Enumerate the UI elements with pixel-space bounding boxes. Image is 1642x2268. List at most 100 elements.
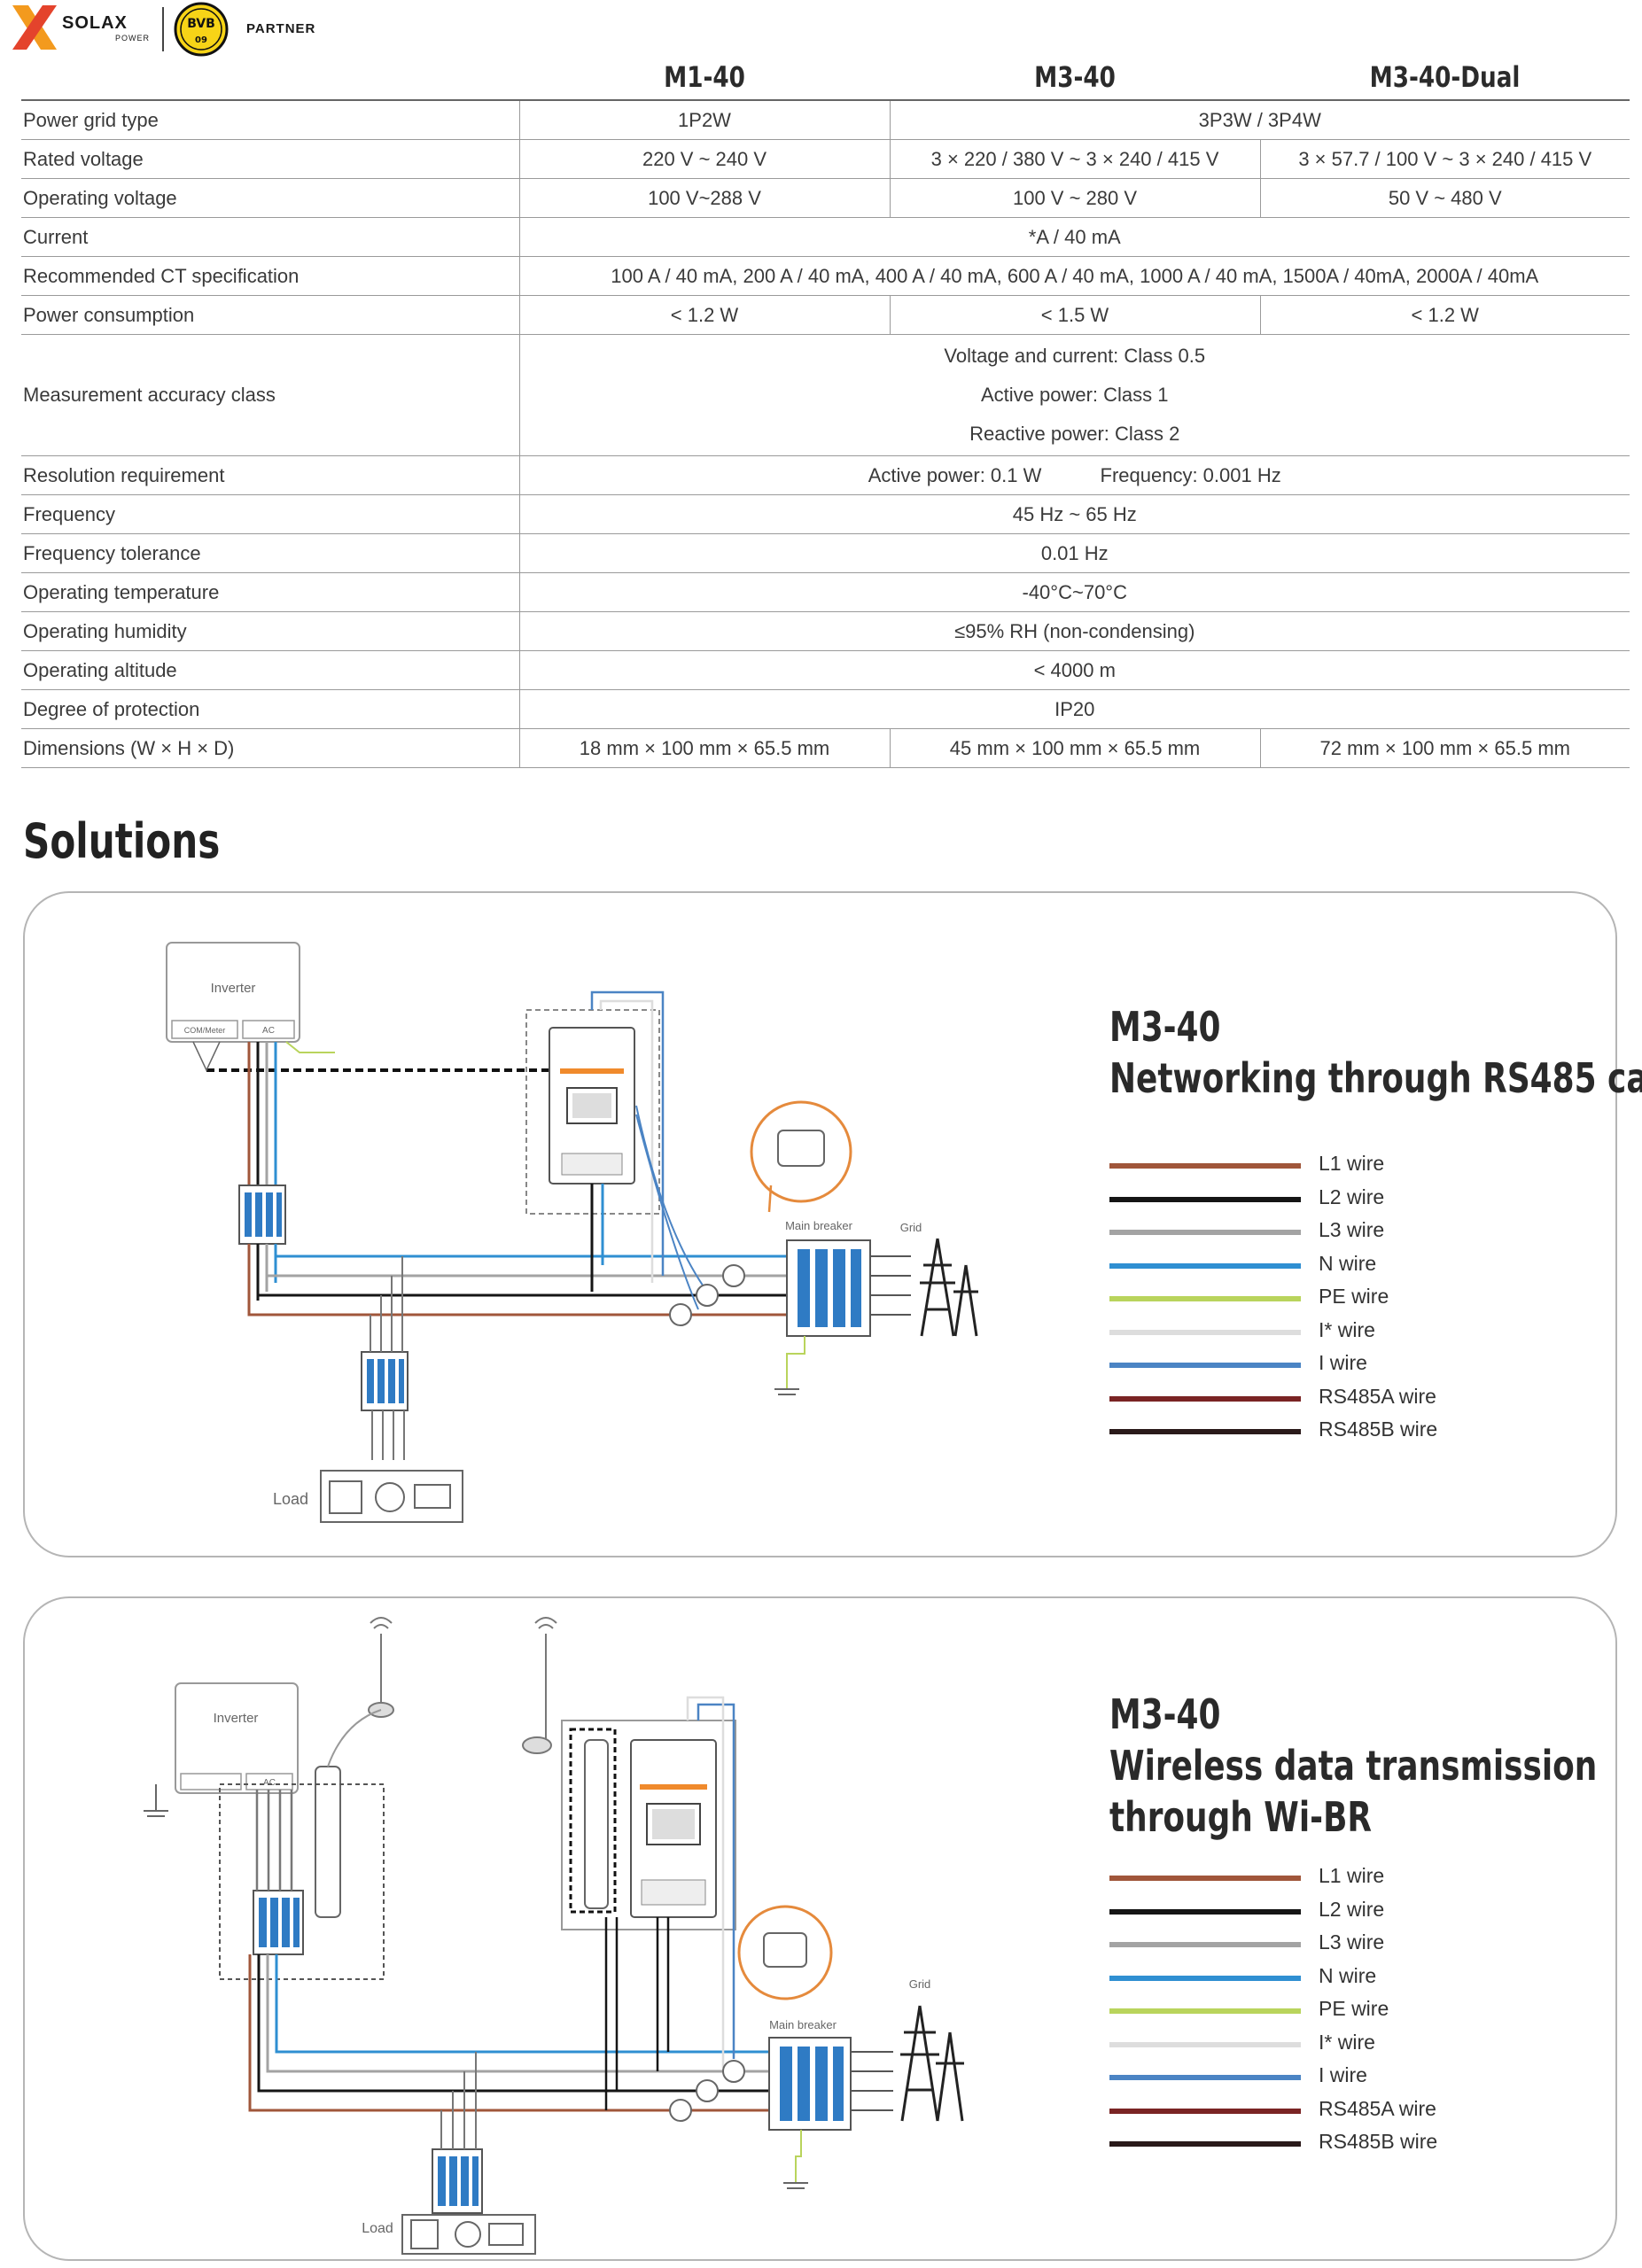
accuracy-line: Reactive power: Class 2 xyxy=(969,423,1180,445)
table-row: Operating altitude < 4000 m xyxy=(21,650,1630,690)
wiring-diagram-wibr: Inverter AC xyxy=(144,1617,964,2255)
logo-separator xyxy=(162,7,164,51)
cell-value: < 1.2 W xyxy=(1259,295,1630,335)
grid-tower-icon xyxy=(900,2005,964,2122)
row-label: Operating humidity xyxy=(21,611,519,651)
row-label: Frequency xyxy=(21,494,519,534)
legend-swatch xyxy=(1109,1975,1301,1981)
legend-swatch xyxy=(1109,2108,1301,2114)
cell-value: 50 V ~ 480 V xyxy=(1259,178,1630,218)
row-label: Operating temperature xyxy=(21,572,519,612)
table-row: Power grid type 1P2W 3P3W / 3P4W xyxy=(21,99,1630,140)
solution-model: M3-40 xyxy=(1109,1003,1221,1051)
load-appliances-icon xyxy=(401,2214,536,2255)
row-label: Dimensions (W × H × D) xyxy=(21,728,519,768)
legend-swatch xyxy=(1109,1876,1301,1881)
row-label: Current xyxy=(21,217,519,257)
main-breaker-label: Main breaker xyxy=(785,1219,853,1232)
solution-title-wibr: M3-40 Wireless data transmission through… xyxy=(1109,1689,1597,1843)
ac-label: AC xyxy=(262,1026,275,1036)
solax-x-logo-icon xyxy=(12,5,57,50)
legend-swatch xyxy=(1109,1196,1301,1202)
grid-tower-icon xyxy=(920,1238,978,1337)
solution-description: Networking through RS485 cable xyxy=(1109,1054,1642,1102)
table-row: Frequency tolerance 0.01 Hz xyxy=(21,533,1630,573)
ct-clamp-icon xyxy=(669,2060,745,2122)
column-header-m3-40: M3-40 xyxy=(1034,60,1116,94)
table-row: Measurement accuracy class Voltage and c… xyxy=(21,334,1630,456)
table-row: Power consumption < 1.2 W < 1.5 W < 1.2 … xyxy=(21,295,1630,335)
svg-text:BVB: BVB xyxy=(187,17,215,31)
cell-value: < 1.2 W xyxy=(518,295,890,335)
cell-value: 3 × 220 / 380 V ~ 3 × 240 / 415 V xyxy=(889,139,1260,179)
legend-swatch xyxy=(1109,1363,1301,1368)
table-row: Recommended CT specification 100 A / 40 … xyxy=(21,256,1630,296)
legend-swatch xyxy=(1109,1230,1301,1235)
cell-value: 100 V ~ 280 V xyxy=(889,178,1260,218)
row-label: Power consumption xyxy=(21,295,519,335)
row-label: Operating altitude xyxy=(21,650,519,690)
svg-text:09: 09 xyxy=(195,35,207,45)
resolution-part: Active power: 0.1 W xyxy=(868,463,1042,486)
inverter-box: Inverter AC xyxy=(175,1682,299,1794)
cell-value: IP20 xyxy=(518,689,1630,729)
legend-swatch xyxy=(1109,2141,1301,2147)
cell-value: Voltage and current: Class 0.5 Active po… xyxy=(518,334,1630,456)
cell-value: 220 V ~ 240 V xyxy=(518,139,890,179)
accuracy-line: Voltage and current: Class 0.5 xyxy=(944,345,1206,367)
main-breaker-label: Main breaker xyxy=(769,2018,837,2031)
load-label: Load xyxy=(273,1490,308,1508)
meter-device xyxy=(549,1027,635,1184)
meter-device xyxy=(630,1739,717,1918)
column-header-m3-40-dual: M3-40-Dual xyxy=(1369,60,1521,94)
legend-swatch xyxy=(1109,1942,1301,1947)
grid-label: Grid xyxy=(909,1977,931,1991)
cell-value: 45 Hz ~ 65 Hz xyxy=(518,494,1630,534)
row-label: Measurement accuracy class xyxy=(21,334,519,456)
cell-value: 45 mm × 100 mm × 65.5 mm xyxy=(889,728,1260,768)
table-row: Current *A / 40 mA xyxy=(21,217,1630,257)
cell-value: 100 V~288 V xyxy=(518,178,890,218)
inverter-label: Inverter xyxy=(211,981,256,996)
cell-value: < 1.5 W xyxy=(889,295,1260,335)
header-logos: SOLAX POWER BVB 09 PARTNER xyxy=(9,2,363,57)
row-label: Rated voltage xyxy=(21,139,519,179)
legend-swatch xyxy=(1109,1262,1301,1269)
solution-description-line2: through Wi-BR xyxy=(1109,1793,1373,1841)
ac-label: AC xyxy=(263,1778,276,1788)
wiring-diagram-rs485: Inverter COM/Meter AC xyxy=(166,942,978,1523)
solax-brand-sub: POWER xyxy=(115,34,151,43)
ct-clamp-icon xyxy=(669,1264,745,1326)
solax-brand: SOLAX xyxy=(62,13,128,33)
solution-panel-wibr: Inverter AC xyxy=(23,1596,1617,2261)
table-row: Resolution requirement Active power: 0.1… xyxy=(21,455,1630,495)
cell-value: *A / 40 mA xyxy=(518,217,1630,257)
solutions-title: Solutions xyxy=(23,813,221,869)
solution-model: M3-40 xyxy=(1109,1690,1221,1738)
cell-value: 1P2W xyxy=(518,99,890,140)
row-label: Power grid type xyxy=(21,99,519,140)
table-row: Frequency 45 Hz ~ 65 Hz xyxy=(21,494,1630,534)
accuracy-line: Active power: Class 1 xyxy=(980,384,1169,406)
table-row: Operating temperature -40°C~70°C xyxy=(21,572,1630,612)
load-label: Load xyxy=(362,2221,393,2236)
spec-table: Power grid type 1P2W 3P3W / 3P4W Rated v… xyxy=(21,99,1630,768)
legend-swatch xyxy=(1109,1908,1301,1915)
legend-swatch xyxy=(1109,1395,1301,1402)
legend-swatch xyxy=(1109,2041,1301,2047)
row-label: Frequency tolerance xyxy=(21,533,519,573)
cell-value: 0.01 Hz xyxy=(518,533,1630,573)
resolution-part: Frequency: 0.001 Hz xyxy=(1100,463,1281,486)
grid-label: Grid xyxy=(900,1221,922,1234)
inverter-label: Inverter xyxy=(214,1711,259,1726)
load-appliances-icon xyxy=(320,1470,463,1523)
solution-description-line1: Wireless data transmission xyxy=(1109,1742,1598,1790)
table-row: Dimensions (W × H × D) 18 mm × 100 mm × … xyxy=(21,728,1630,768)
table-row: Degree of protection IP20 xyxy=(21,689,1630,729)
cell-value: ≤95% RH (non-condensing) xyxy=(518,611,1630,651)
cell-value: Active power: 0.1 W Frequency: 0.001 Hz xyxy=(518,455,1630,495)
legend-swatch xyxy=(1109,2075,1301,2080)
legend-swatch xyxy=(1109,1163,1301,1169)
row-label: Resolution requirement xyxy=(21,455,519,495)
row-label: Operating voltage xyxy=(21,178,519,218)
